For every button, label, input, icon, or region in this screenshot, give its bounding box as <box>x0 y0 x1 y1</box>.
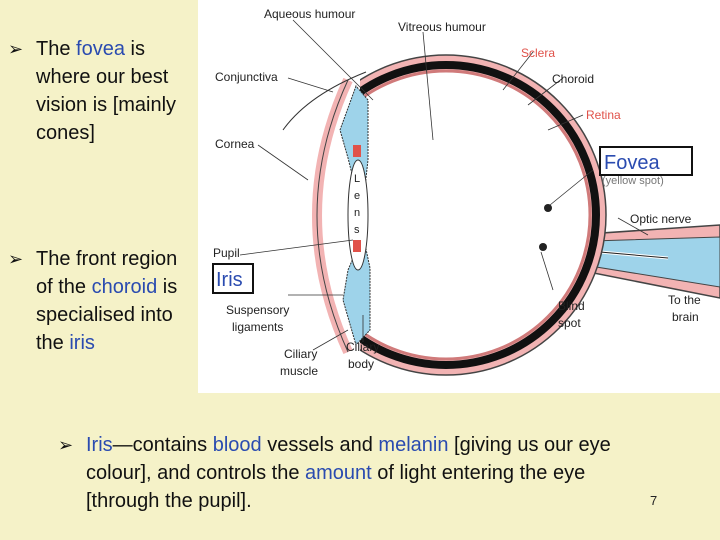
text: The front region of the <box>36 248 178 298</box>
label-ciliary-muscle-1: Ciliary <box>284 347 317 361</box>
arrow-bullet-icon: ➢ <box>8 249 24 269</box>
label-optic-nerve: Optic nerve <box>630 212 692 226</box>
arrow-bullet-icon: ➢ <box>8 39 24 59</box>
fovea-label-box <box>599 146 693 176</box>
label-pupil: Pupil <box>213 246 240 260</box>
arrow-bullet-icon: ➢ <box>58 435 74 455</box>
label-ciliary-muscle-2: muscle <box>280 364 318 378</box>
highlight-iris: Iris <box>86 434 113 456</box>
text: vessels and <box>261 434 379 456</box>
label-aqueous-humour: Aqueous humour <box>264 7 355 21</box>
text: [giving us our eye colour], and controls… <box>86 434 611 484</box>
label-ciliary-body-2: body <box>348 357 374 371</box>
highlight-melanin: melanin <box>378 434 449 456</box>
label-yellow-spot: (yellow spot) <box>602 175 664 187</box>
label-suspensory-1: Suspensory <box>226 303 289 317</box>
label-retina: Retina <box>586 108 621 122</box>
label-blind-1: Blind <box>558 299 585 313</box>
label-lens-l: L <box>354 173 360 185</box>
eye-diagram-svg: Aqueous humour Vitreous humour Sclera Ch… <box>212 7 720 390</box>
label-lens-n: n <box>354 207 360 219</box>
highlight-fovea: fovea <box>76 38 125 60</box>
label-to-the-brain-2: brain <box>672 310 699 324</box>
bullet-fovea: ➢ The fovea is where our best vision is … <box>8 35 186 147</box>
label-iris: Iris <box>216 269 243 291</box>
label-suspensory-2: ligaments <box>232 320 283 334</box>
label-fovea: Fovea <box>604 152 660 174</box>
highlight-choroid: choroid <box>91 276 158 298</box>
label-cornea: Cornea <box>215 137 255 151</box>
label-lens-e: e <box>354 190 360 202</box>
label-choroid: Choroid <box>552 72 594 86</box>
text: is where our best vision is [mainly cone… <box>36 38 177 144</box>
label-conjunctiva: Conjunctiva <box>215 70 278 84</box>
text: The <box>36 38 77 60</box>
label-vitreous-humour: Vitreous humour <box>398 20 486 34</box>
label-blind-2: spot <box>558 316 581 330</box>
text: —contains <box>112 434 213 456</box>
label-lens-s: s <box>354 224 360 236</box>
highlight-amount: amount <box>305 462 372 484</box>
highlight-blood: blood <box>212 434 262 456</box>
label-ciliary-body-1: Ciliary <box>346 340 379 354</box>
label-sclera: Sclera <box>521 46 555 60</box>
eye-diagram: Aqueous humour Vitreous humour Sclera Ch… <box>198 0 720 393</box>
iris-label-box <box>212 263 254 294</box>
text: of light entering the eye [through the p… <box>86 462 586 512</box>
page-number: 7 <box>650 493 658 508</box>
highlight-iris: iris <box>69 332 95 354</box>
bullet-iris: ➢ Iris—contains blood vessels and melani… <box>58 431 646 515</box>
bullet-choroid: ➢ The front region of the choroid is spe… <box>8 245 186 357</box>
label-to-the-brain-1: To the <box>668 293 701 307</box>
text: is specialised into the <box>36 276 178 354</box>
